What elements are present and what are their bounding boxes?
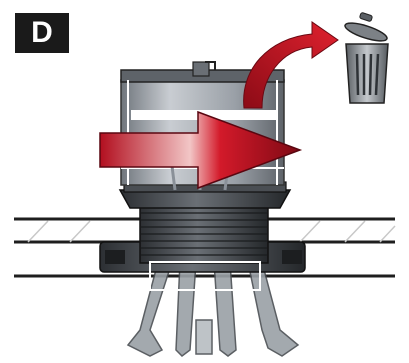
curved-arrow-to-trash-icon bbox=[244, 22, 338, 108]
trash-can-icon bbox=[343, 12, 389, 103]
